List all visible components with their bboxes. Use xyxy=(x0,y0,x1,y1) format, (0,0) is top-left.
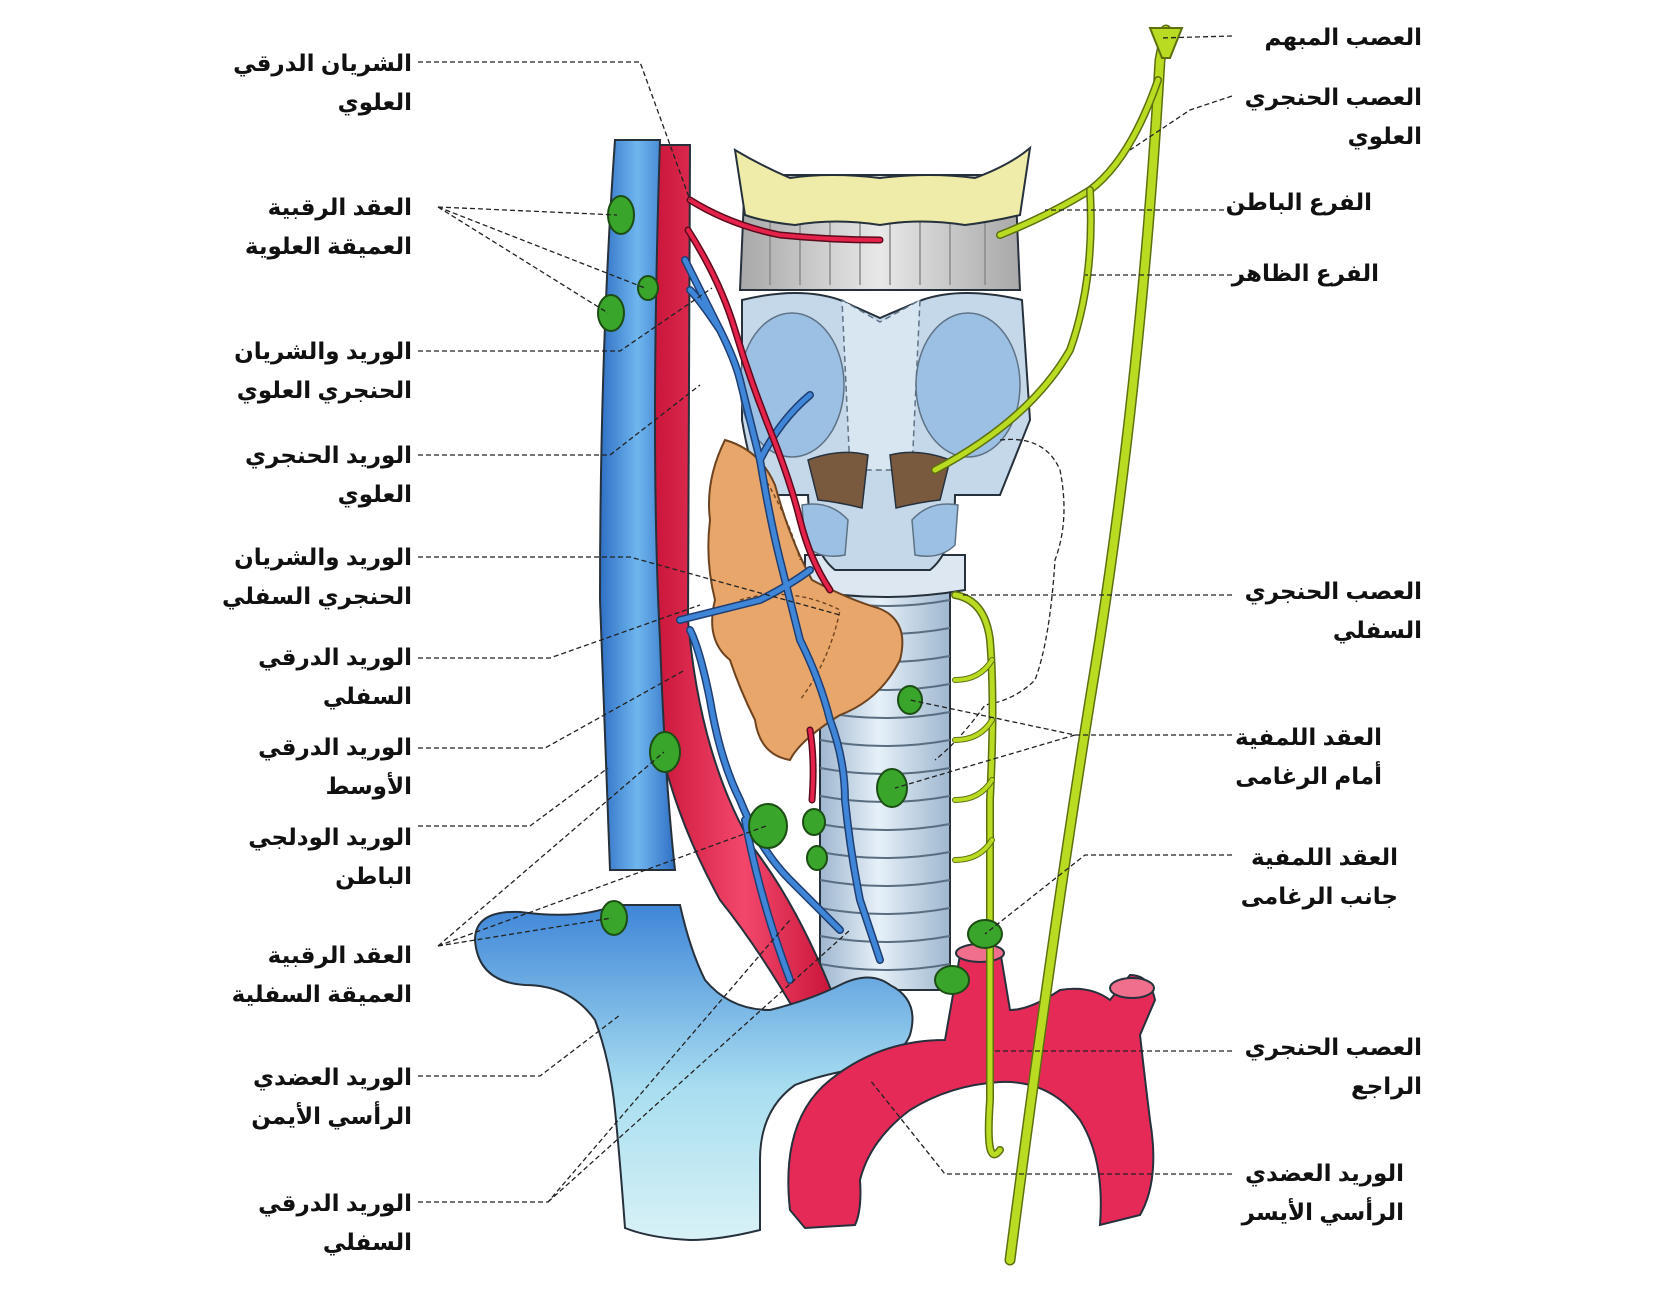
lymph-node xyxy=(607,195,635,235)
thyroid-arteries xyxy=(684,196,884,804)
label-internal-branch: الفرع الباطن xyxy=(1225,189,1372,215)
lymph-node xyxy=(802,808,826,836)
nerves xyxy=(931,24,1184,1266)
label-external-branch: الفرع الظاهر xyxy=(1231,260,1379,286)
lymph-node xyxy=(748,803,788,849)
lymph-node xyxy=(806,845,828,871)
lymph-node xyxy=(600,900,628,936)
leader-lines-left xyxy=(418,61,851,1203)
lymph-node xyxy=(897,685,923,715)
leader-lines-right xyxy=(869,35,1233,1175)
lymph-node xyxy=(637,275,659,301)
lymph-nodes xyxy=(597,195,1003,995)
label-vagus-nerve: العصب المبهم xyxy=(1264,24,1422,50)
lymph-node xyxy=(649,731,681,773)
lymph-node xyxy=(934,965,970,995)
lymph-node xyxy=(597,294,625,332)
larynx xyxy=(733,145,1065,761)
thyroid-venous-plexus xyxy=(676,256,884,984)
lymph-node xyxy=(876,768,908,808)
